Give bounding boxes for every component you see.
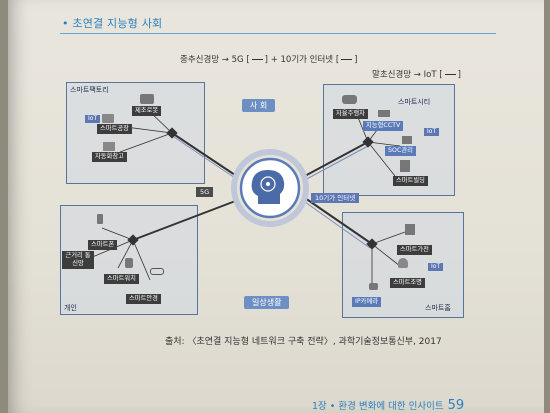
label-smart-city: 스마트시티 (398, 98, 431, 106)
building-icon (400, 160, 410, 172)
line-hub-city (302, 141, 369, 178)
node-automated-warehouse: 자동화창고 (92, 152, 127, 162)
chapter-title: 1장 • 환경 변화에 대한 인사이트 (312, 401, 444, 412)
legend-mid-line (341, 59, 353, 60)
line-hub-home-inner (304, 201, 371, 249)
ai-head-icon (251, 170, 285, 204)
node-manufacturing-robot: 제조로봇 (132, 106, 162, 116)
cctv-icon (378, 110, 390, 117)
label-personal: 개인 (64, 304, 77, 312)
node-smartphone: 스마트폰 (88, 240, 118, 250)
legend-peripheral: 말초신경망 → IoT [] (372, 70, 461, 80)
title-rule (60, 33, 496, 34)
legend-thin-line (444, 74, 456, 75)
smart-glasses-icon (150, 268, 164, 275)
node-smart-appliance: 스마트가전 (397, 245, 432, 255)
node-ip-camera: IP카메라 (352, 297, 382, 307)
factory-icon (102, 114, 114, 123)
hub-outer-ring (231, 149, 309, 227)
center-label-daily-life: 일상생활 (244, 296, 290, 309)
ip-camera-icon (369, 283, 378, 290)
node-smart-glasses: 스마트안경 (126, 294, 161, 304)
page-number: 59 (447, 398, 465, 413)
line-hub-home (304, 197, 373, 245)
junction-home (366, 238, 378, 250)
lamp-icon (398, 258, 408, 268)
node-intelligent-cctv: 지능형CCTV (363, 121, 404, 131)
label-smart-home: 스마트홈 (425, 304, 451, 312)
smartwatch-icon (125, 258, 133, 268)
tag-iot-home: IoT (428, 263, 444, 271)
line-hub-factory-inner (173, 136, 239, 181)
legend-iot-internet-text: + 10기가 인터넷 (270, 55, 334, 65)
line-hub-personal (132, 199, 239, 241)
tag-iot-factory: IoT (85, 115, 101, 123)
smartphone-icon (97, 214, 103, 224)
car-icon (342, 95, 357, 104)
node-smart-building: 스마트빌딩 (393, 176, 428, 186)
junction-personal (127, 234, 139, 246)
robot-arm-icon (140, 94, 154, 104)
section-title: • 초연결 지능형 사회 (62, 17, 163, 30)
junction-city (362, 136, 374, 148)
node-smart-lighting: 스마트조명 (390, 278, 425, 288)
line-hub-city-inner (302, 145, 369, 182)
soc-icon (402, 136, 412, 144)
node-soc-management: SOC관리 (385, 146, 416, 156)
legend-peripheral-text: 말초신경망 → IoT (372, 70, 437, 80)
center-label-society: 사 회 (242, 99, 276, 112)
legend-backbone: 중추신경망 → 5G [] + 10기가 인터넷 [] (180, 55, 358, 65)
node-local-network: 근거리 통신망 (62, 251, 94, 269)
label-smart-factory: 스마트팩토리 (70, 86, 109, 94)
tag-5g: 5G (196, 187, 214, 197)
tag-10giga: 10기가 인터넷 (311, 193, 360, 203)
node-smartwatch: 스마트워치 (104, 274, 139, 284)
junction-factory (166, 127, 178, 139)
node-smart-factory: 스마트공장 (97, 124, 132, 134)
node-autonomous-car: 자율주행차 (333, 109, 368, 119)
source-caption: 출처: 〈초연결 지능형 네트워크 구축 전략〉, 과학기술정보통신부, 201… (165, 337, 442, 347)
appliance-icon (405, 224, 415, 235)
quadrant-smart-factory (66, 82, 205, 184)
line-hub-factory (171, 132, 239, 178)
legend-backbone-text: 중추신경망 → 5G (180, 55, 244, 65)
warehouse-icon (103, 142, 115, 151)
tag-iot-city: IoT (424, 128, 440, 136)
legend-thick-line (251, 59, 263, 60)
